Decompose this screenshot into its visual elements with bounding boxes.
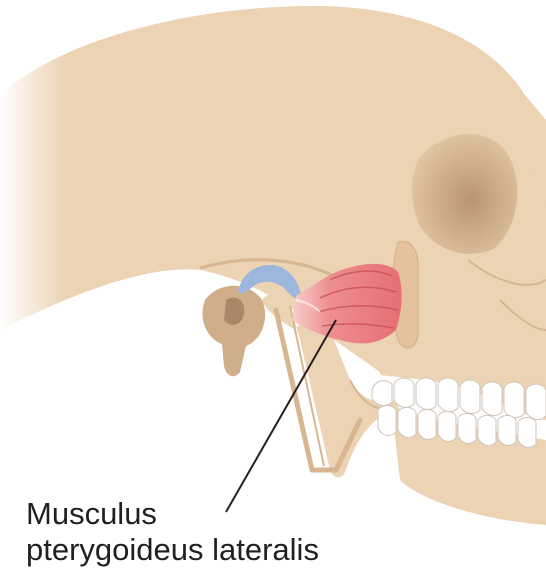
caption-line-1: Musculus <box>26 498 157 529</box>
caption-line-2: pterygoideus lateralis <box>26 534 319 565</box>
orbit <box>412 134 517 254</box>
